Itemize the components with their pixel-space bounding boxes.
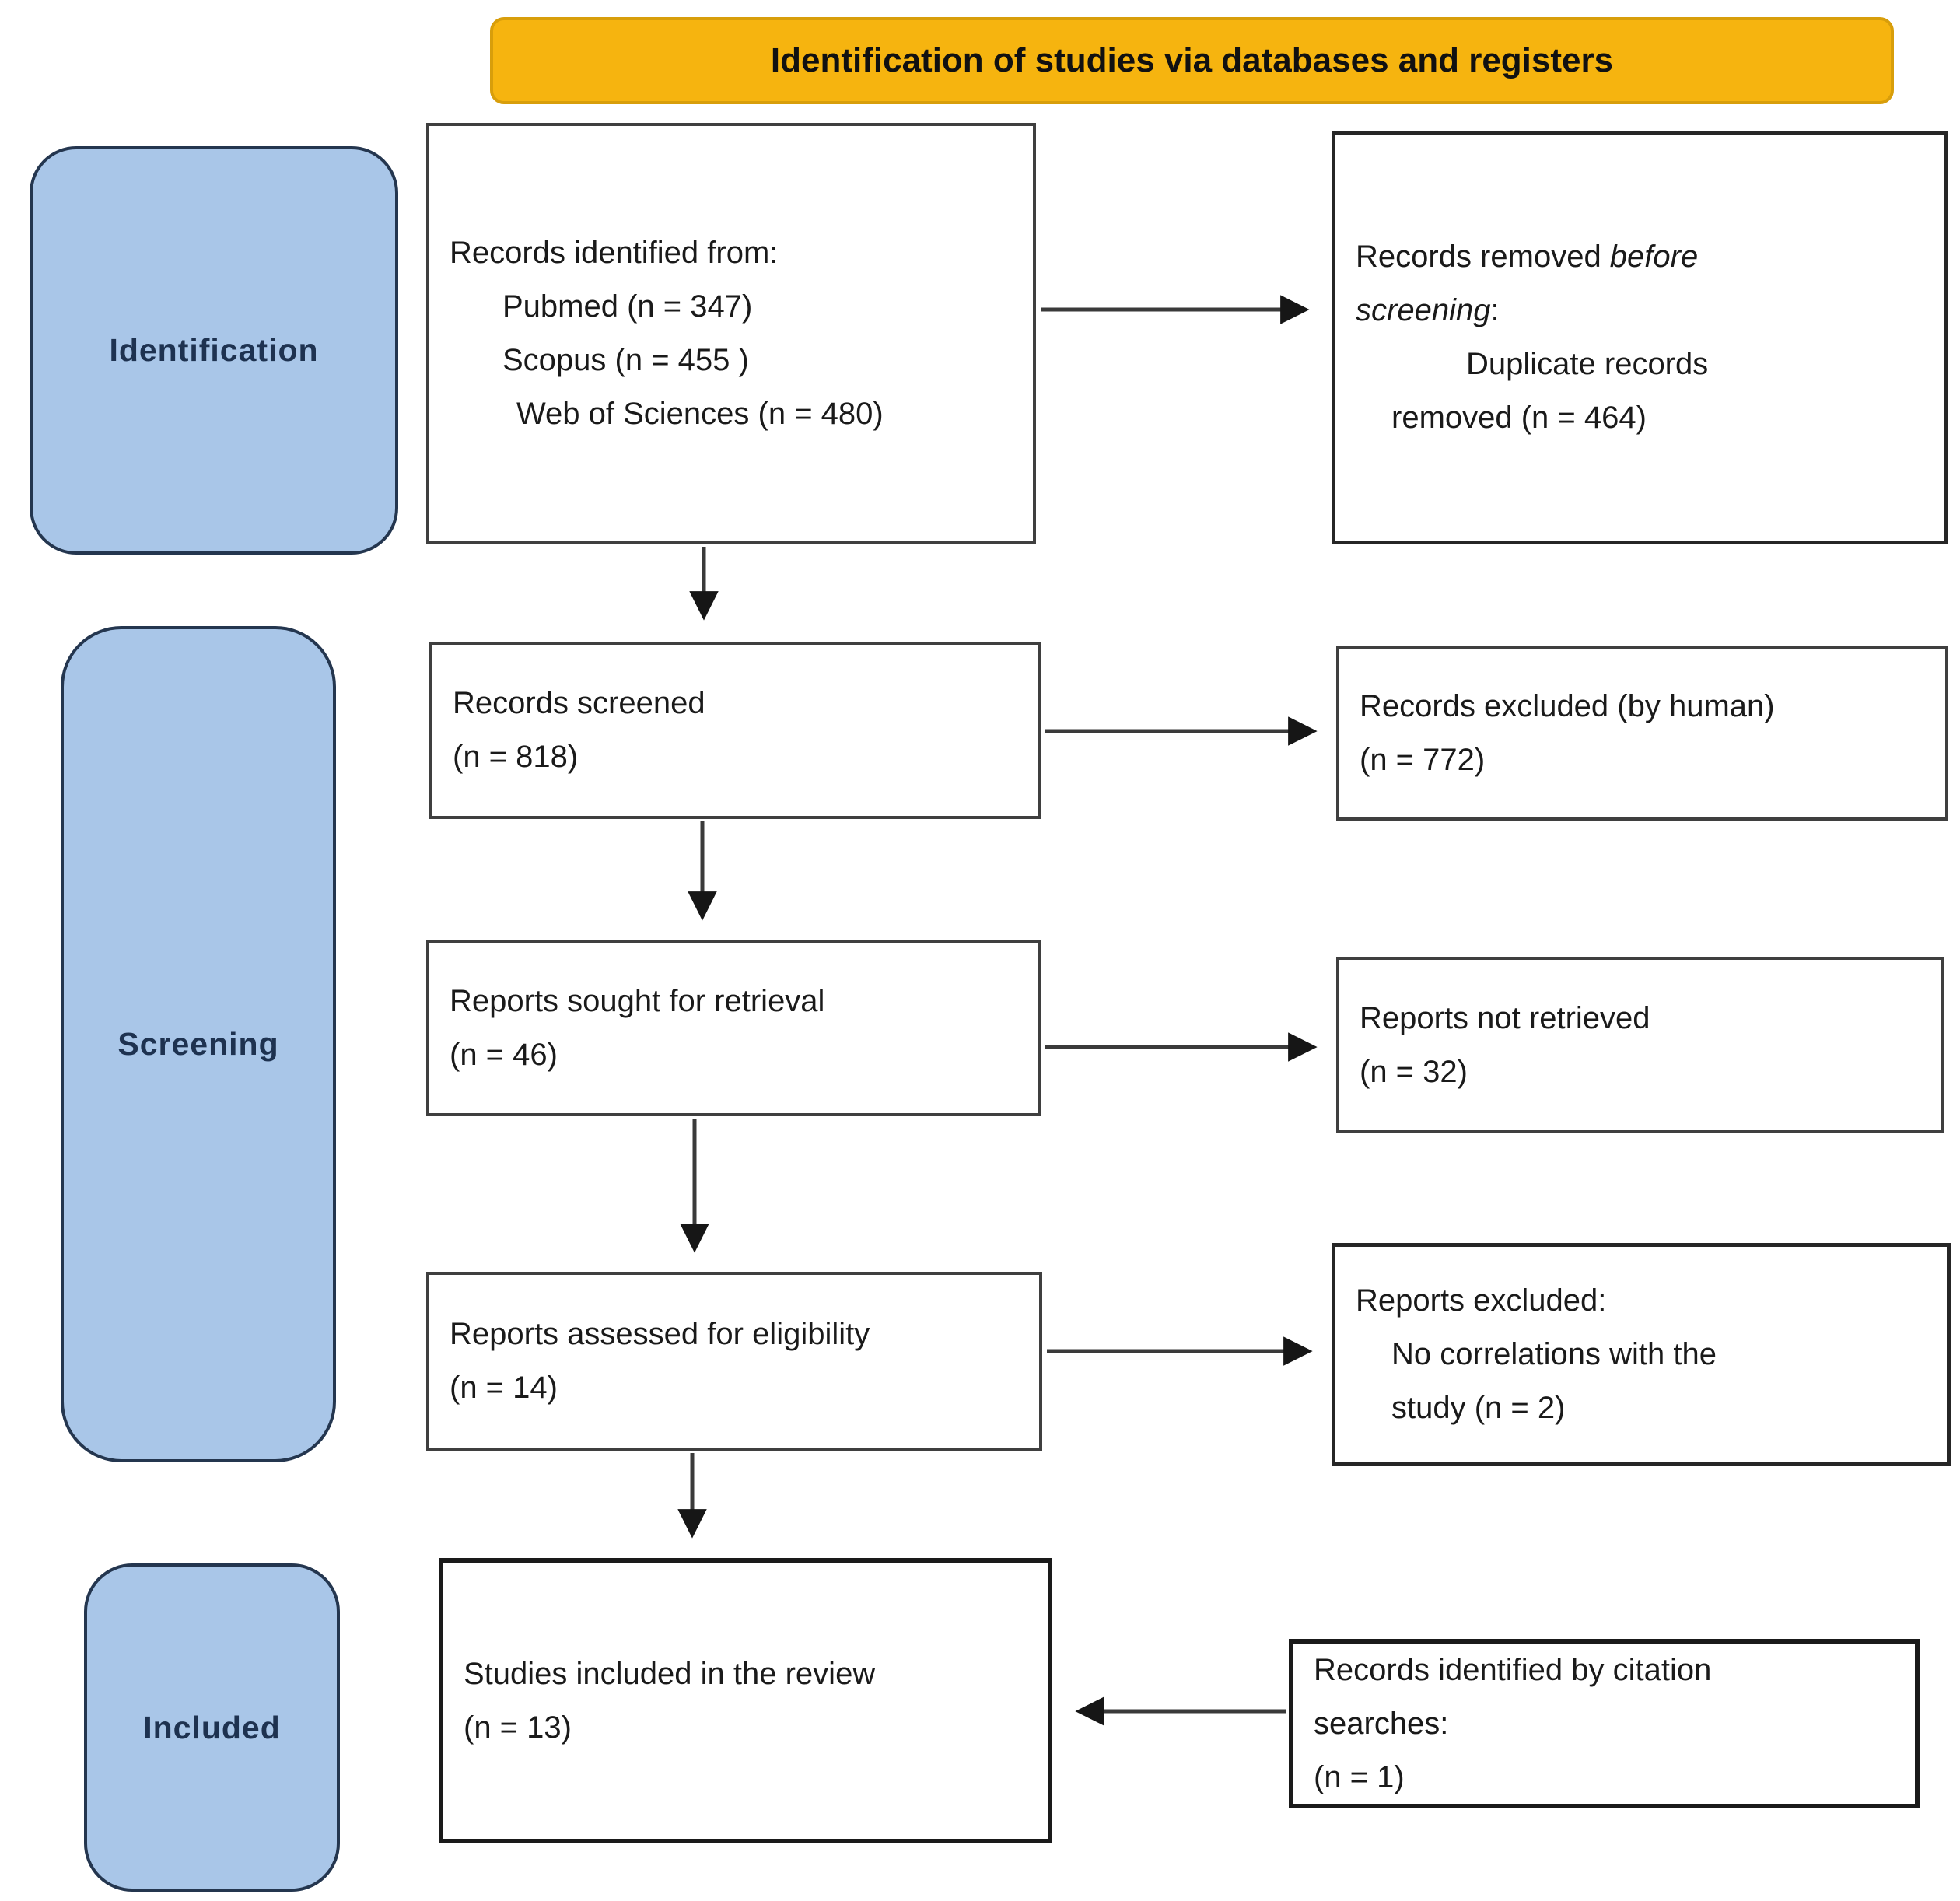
reports-assessed-count: (n = 14) xyxy=(450,1371,558,1405)
records-removed-line2: screening: xyxy=(1356,293,1500,327)
reports-not-retrieved-box: Reports not retrieved (n = 32) xyxy=(1336,957,1944,1133)
records-excluded-count: (n = 772) xyxy=(1360,742,1486,777)
records-removed-line4: removed (n = 464) xyxy=(1391,401,1647,435)
reports-excluded-line3: study (n = 2) xyxy=(1391,1391,1566,1425)
reports-excluded-line1: Reports excluded: xyxy=(1356,1283,1607,1318)
stage-screening: Screening xyxy=(61,626,336,1462)
stage-included: Included xyxy=(84,1563,340,1892)
stage-identification: Identification xyxy=(30,146,398,555)
stage-identification-label: Identification xyxy=(109,332,319,368)
stage-included-label: Included xyxy=(143,1709,281,1745)
records-removed-line1: Records removed before xyxy=(1356,240,1699,274)
records-removed-line3: Duplicate records xyxy=(1466,347,1709,381)
records-screened-box: Records screened (n = 818) xyxy=(429,642,1041,819)
citation-records-count: (n = 1) xyxy=(1314,1759,1405,1794)
reports-sought-box: Reports sought for retrieval (n = 46) xyxy=(426,940,1041,1116)
records-removed-box: Records removed before screening: Duplic… xyxy=(1332,131,1948,544)
studies-included-count: (n = 13) xyxy=(464,1710,572,1745)
records-screened-line: Records screened xyxy=(453,686,705,720)
reports-sought-count: (n = 46) xyxy=(450,1037,558,1072)
reports-sought-line: Reports sought for retrieval xyxy=(450,983,825,1018)
reports-excluded-line2: No correlations with the xyxy=(1391,1337,1717,1371)
records-identified-pubmed: Pubmed (n = 347) xyxy=(502,289,753,324)
citation-records-line2: searches: xyxy=(1314,1706,1449,1741)
records-screened-count: (n = 818) xyxy=(453,740,579,774)
reports-excluded-box: Reports excluded: No correlations with t… xyxy=(1332,1243,1951,1466)
studies-included-box: Studies included in the review (n = 13) xyxy=(439,1558,1052,1843)
citation-records-line1: Records identified by citation xyxy=(1314,1652,1712,1687)
diagram-title: Identification of studies via databases … xyxy=(770,41,1614,79)
stage-screening-label: Screening xyxy=(117,1026,279,1062)
reports-not-retrieved-count: (n = 32) xyxy=(1360,1054,1468,1089)
records-identified-scopus: Scopus (n = 455 ) xyxy=(502,343,749,377)
records-excluded-box: Records excluded (by human) (n = 772) xyxy=(1336,646,1948,821)
reports-assessed-box: Reports assessed for eligibility (n = 14… xyxy=(426,1272,1042,1451)
reports-assessed-line: Reports assessed for eligibility xyxy=(450,1317,870,1351)
records-identified-wos: Web of Sciences (n = 480) xyxy=(516,397,884,431)
citation-records-box: Records identified by citation searches:… xyxy=(1289,1639,1920,1808)
banner-identification-via-databases: Identification of studies via databases … xyxy=(490,17,1894,104)
reports-not-retrieved-line: Reports not retrieved xyxy=(1360,1000,1650,1035)
records-identified-line: Records identified from: xyxy=(450,236,779,270)
records-identified-box: Records identified from: Pubmed (n = 347… xyxy=(426,123,1036,544)
studies-included-line: Studies included in the review xyxy=(464,1656,876,1691)
records-excluded-line: Records excluded (by human) xyxy=(1360,688,1775,723)
